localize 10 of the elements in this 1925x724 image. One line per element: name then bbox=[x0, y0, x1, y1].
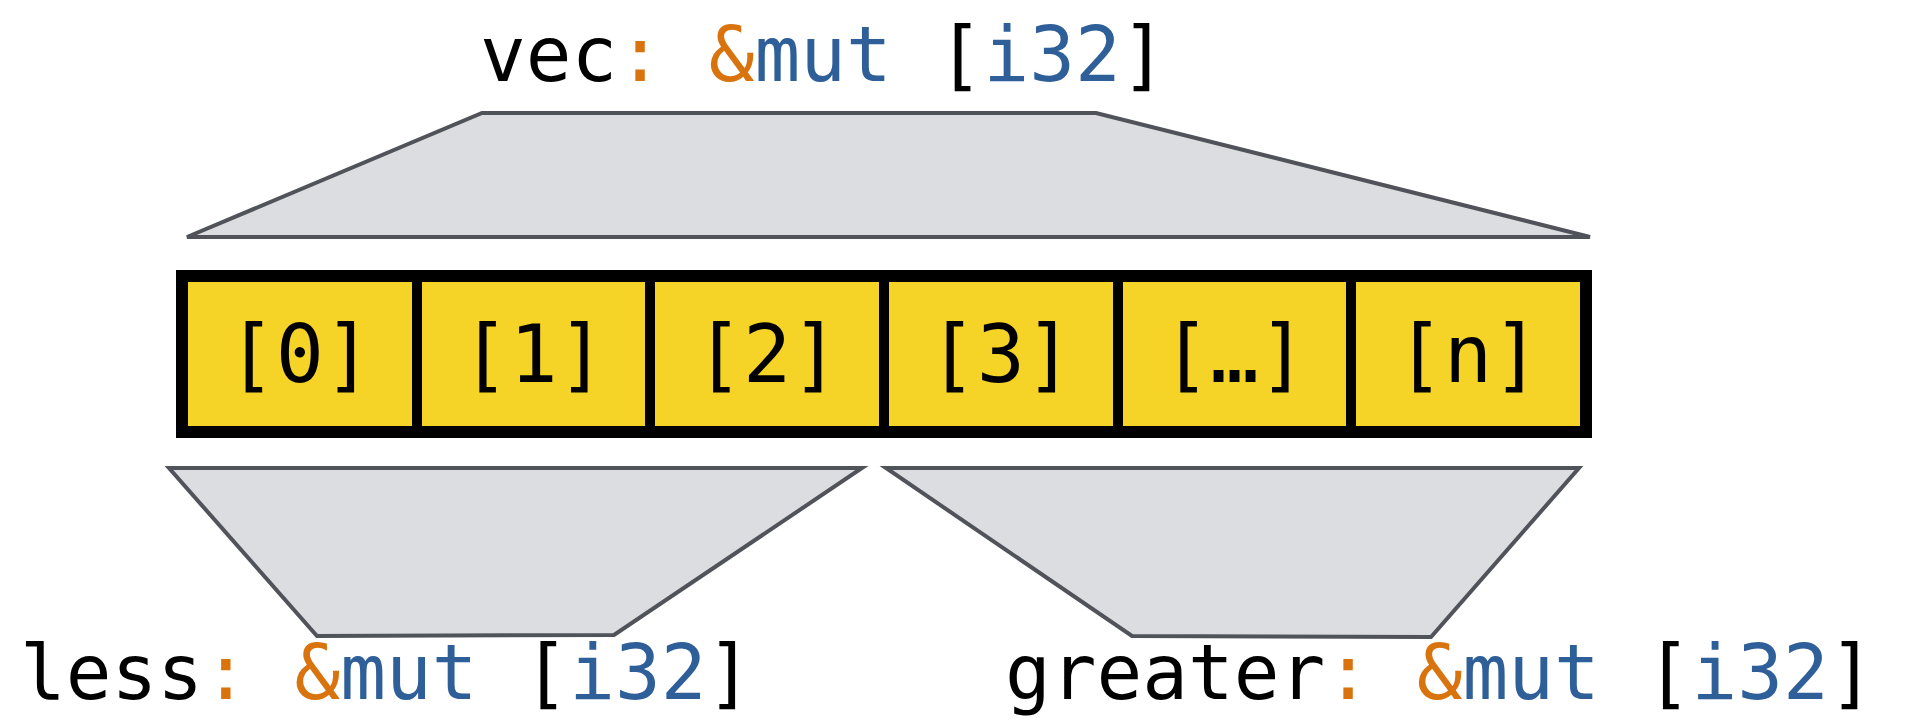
array-cell: [2] bbox=[655, 282, 879, 426]
slice-label: greater: &mut [i32] bbox=[1005, 628, 1875, 718]
array-cell: […] bbox=[1122, 282, 1347, 426]
array-cell: [1] bbox=[421, 282, 646, 426]
array-frame bbox=[176, 270, 1592, 438]
array-cell: [3] bbox=[889, 282, 1113, 426]
array-cell: [0] bbox=[188, 282, 412, 426]
slice-label: vec: &mut [i32] bbox=[480, 10, 1167, 100]
array-cell: [n] bbox=[1356, 282, 1580, 426]
slice-label: less: &mut [i32] bbox=[20, 628, 753, 718]
